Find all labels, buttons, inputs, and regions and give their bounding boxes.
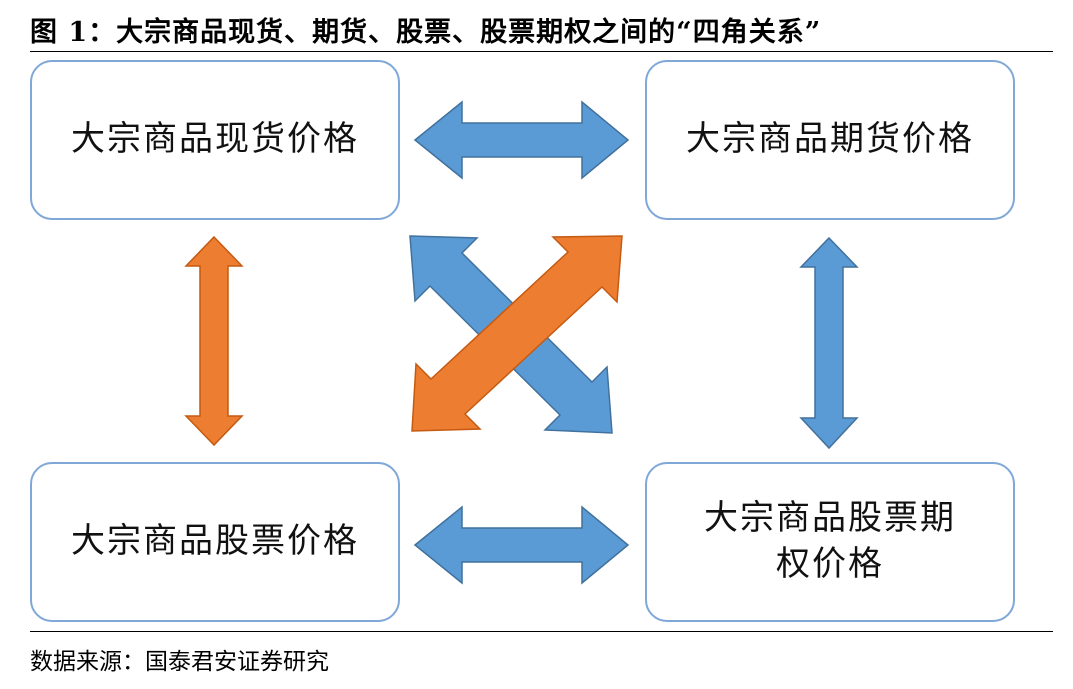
arrow-futures-stock — [411, 235, 623, 432]
bottom-rule — [30, 631, 1053, 632]
node-stock-price: 大宗商品股票价格 — [30, 462, 400, 622]
arrow-spot-futures — [413, 100, 630, 180]
top-rule — [30, 51, 1053, 52]
data-source: 数据来源：国泰君安证券研究 — [30, 649, 329, 675]
node-option-label: 大宗商品股票期权价格 — [704, 498, 956, 584]
arrow-spot-stock — [184, 235, 244, 447]
node-futures-label: 大宗商品期货价格 — [686, 119, 974, 160]
node-spot-label: 大宗商品现货价格 — [71, 119, 359, 160]
node-spot-price: 大宗商品现货价格 — [30, 60, 400, 220]
node-option-price: 大宗商品股票期权价格 — [645, 462, 1015, 622]
arrow-futures-option — [799, 236, 859, 450]
node-stock-label: 大宗商品股票价格 — [71, 521, 359, 562]
figure-title: 图 1：大宗商品现货、期货、股票、股票期权之间的“四角关系” — [30, 17, 822, 48]
arrow-stock-option — [413, 505, 630, 585]
node-futures-price: 大宗商品期货价格 — [645, 60, 1015, 220]
